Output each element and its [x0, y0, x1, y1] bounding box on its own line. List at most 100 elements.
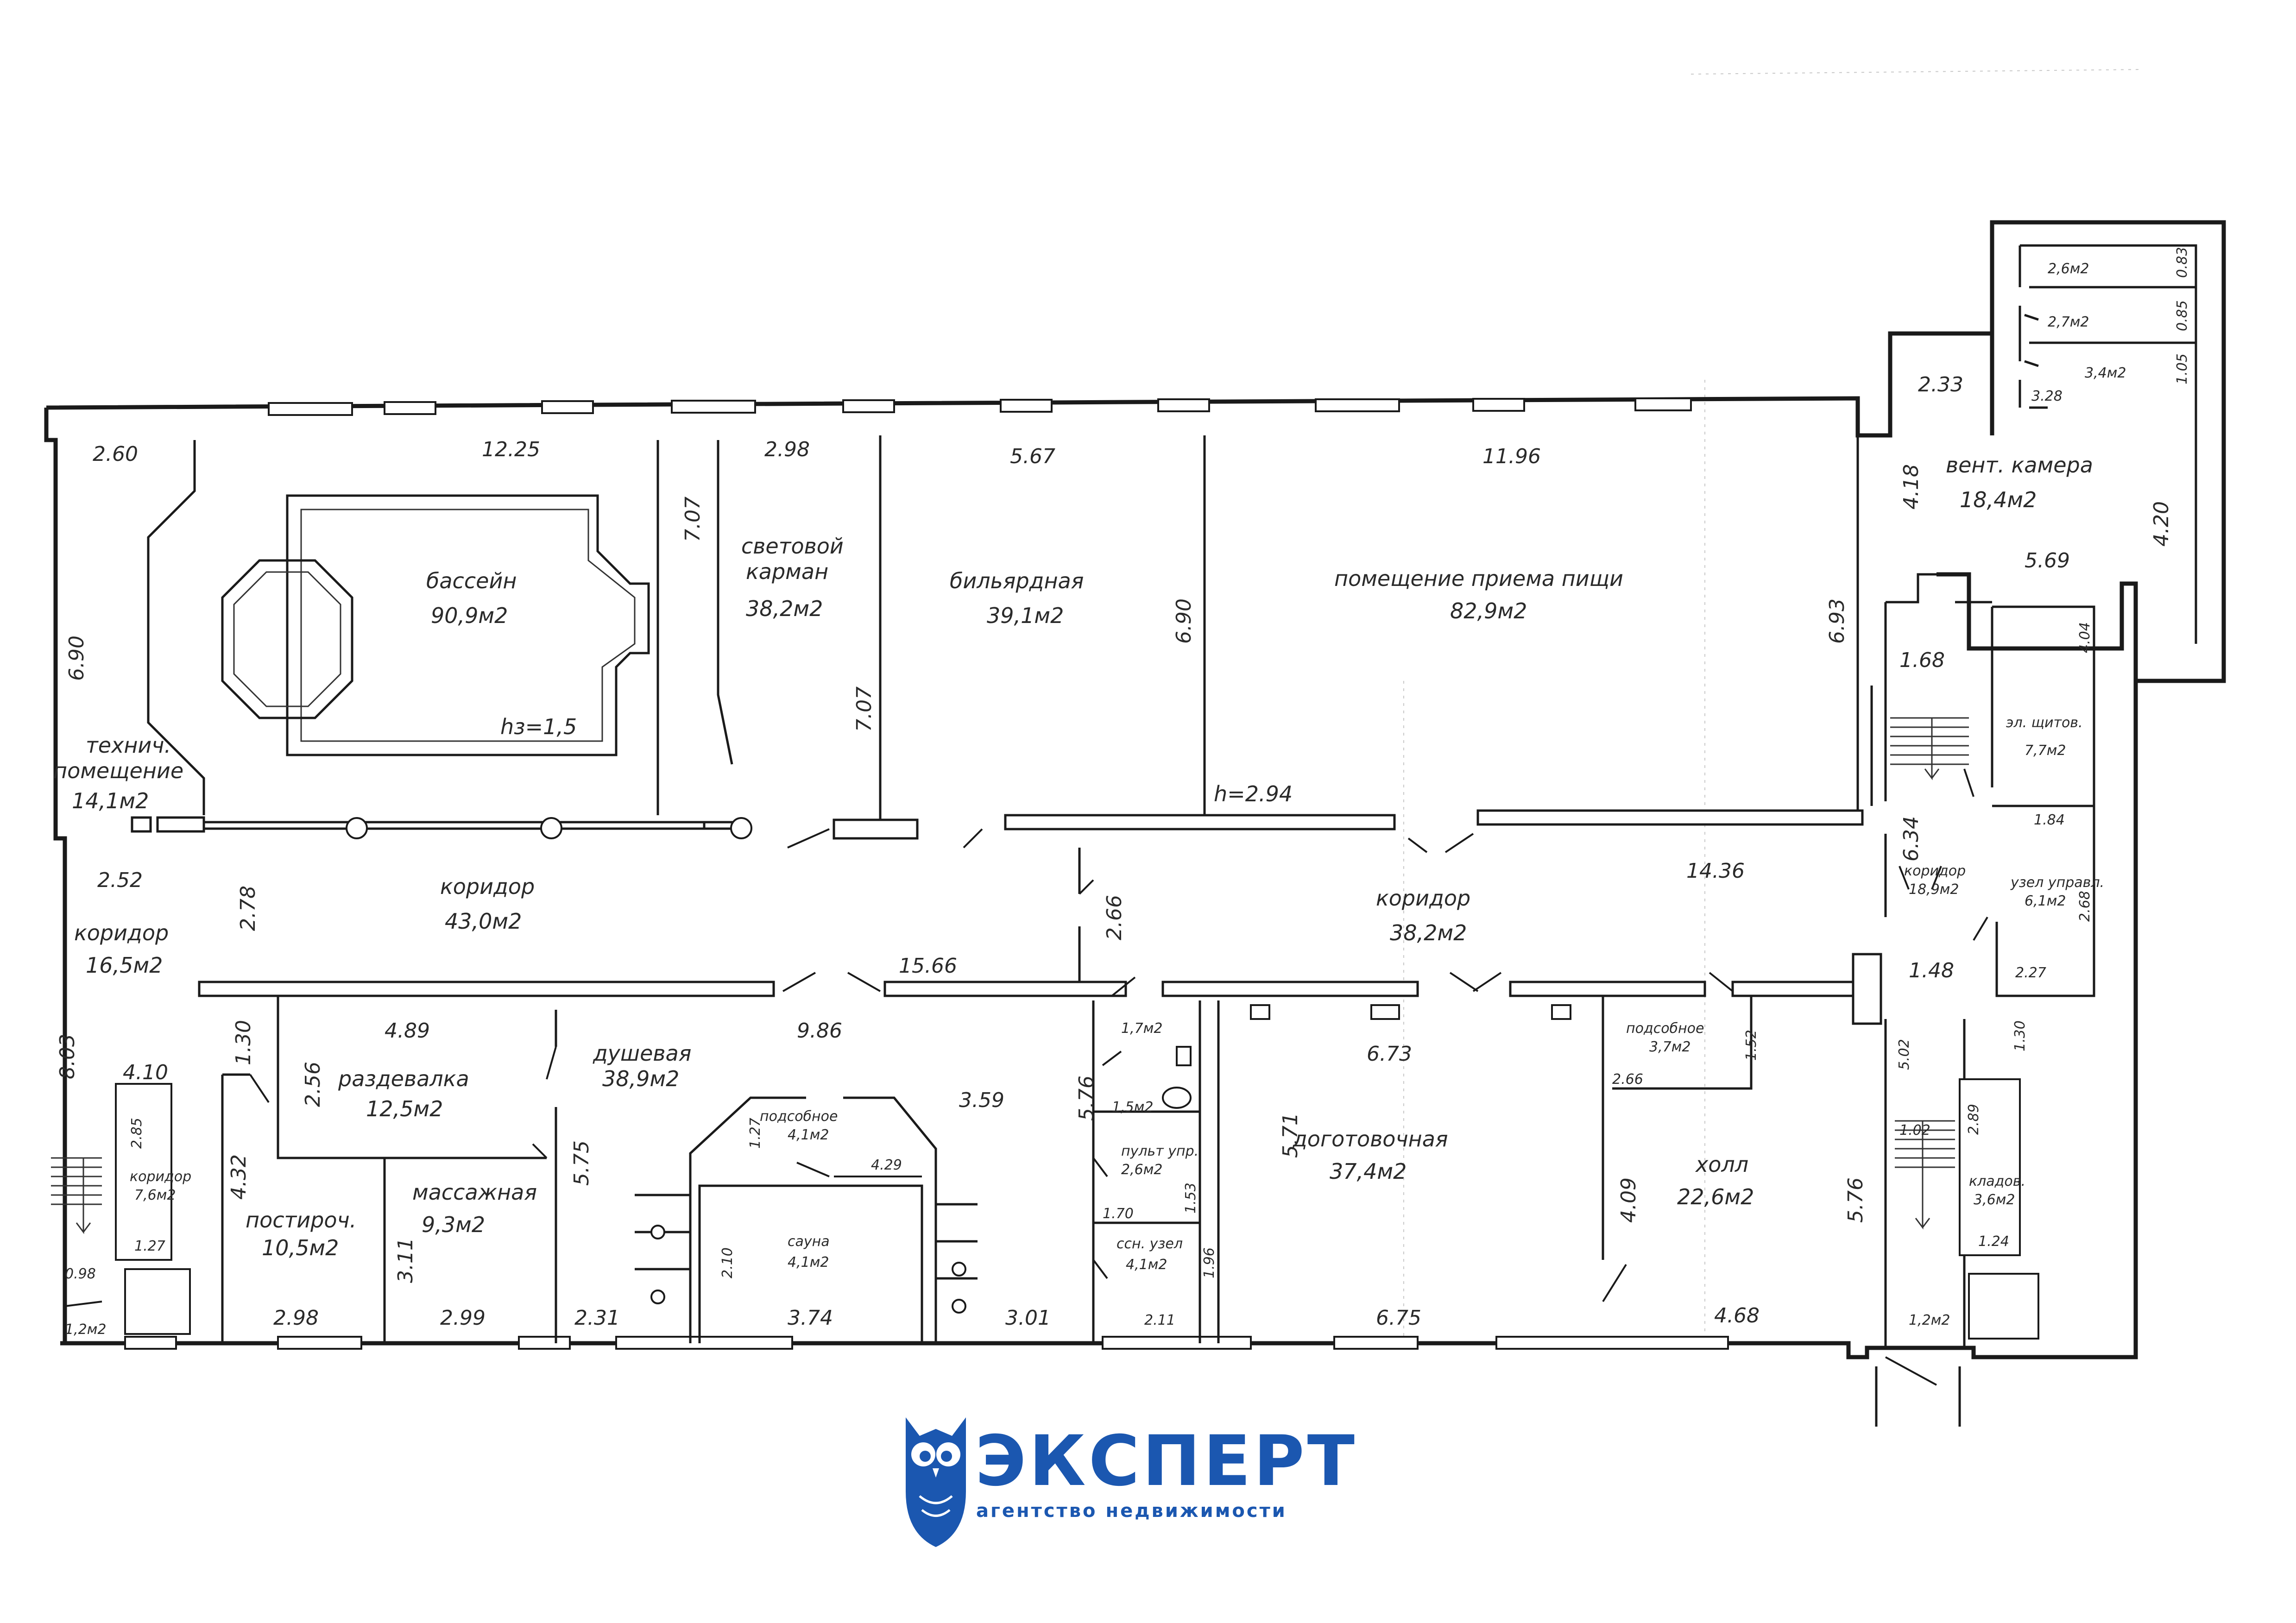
- outer-walls: [44, 220, 2226, 1359]
- dim-4-68: 4.68: [1714, 1304, 1760, 1327]
- room-light-well-name2: карман: [746, 559, 828, 584]
- dim-1-53: 1.53: [1183, 1183, 1199, 1214]
- room-vent-area: 18,4м2: [1960, 487, 2037, 512]
- dim-5-69: 5.69: [2025, 549, 2070, 572]
- dim-5-76-a: 5.76: [1075, 1076, 1098, 1121]
- room-laundry-area: 10,5м2: [262, 1235, 339, 1260]
- dim-5-71: 5.71: [1279, 1113, 1302, 1158]
- dim-4-10: 4.10: [123, 1061, 168, 1084]
- dim-2-60: 2.60: [93, 442, 138, 466]
- room-tech-name2: помещение: [53, 758, 183, 783]
- room-corridor189-area: 18,9м2: [1909, 881, 1959, 898]
- sauna-block: [635, 1096, 978, 1343]
- room-small27-area: 2,7м2: [2048, 314, 2089, 330]
- room-small26-area: 2,6м2: [2048, 261, 2089, 277]
- room-corridor16-name: коридор: [74, 920, 169, 945]
- service-block: [1092, 1000, 1571, 1343]
- logo-brand-name: ЭКСПЕРТ: [975, 1421, 1358, 1502]
- dim-2-66: 2.66: [1103, 895, 1126, 940]
- dim-4-89: 4.89: [385, 1019, 430, 1043]
- dim-7-07-b: 7.07: [852, 686, 876, 732]
- dim-1-27-a: 1.27: [747, 1118, 763, 1149]
- room-wc17-area: 1,7м2: [1121, 1020, 1162, 1037]
- dim-1-70: 1.70: [1103, 1206, 1134, 1222]
- dim-1-84: 1.84: [2034, 812, 2065, 828]
- room-pool-area: 90,9м2: [431, 603, 508, 628]
- room-light-well-name1: световой: [741, 534, 844, 559]
- dim-2-98-bottom: 2.98: [273, 1306, 319, 1330]
- dim-3-28: 3.28: [2031, 388, 2063, 404]
- dim-3-11: 3.11: [394, 1238, 417, 1283]
- dim-2-11: 2.11: [1144, 1312, 1175, 1328]
- room-shower-name: душевая: [593, 1041, 691, 1066]
- dim-0-83: 0.83: [2174, 247, 2190, 278]
- room-storage-area: 3,6м2: [1974, 1192, 2015, 1208]
- room-massage-name: массажная: [412, 1180, 537, 1205]
- room-dining-height: h=2.94: [1214, 781, 1293, 806]
- dim-2-56: 2.56: [301, 1062, 325, 1107]
- agency-logo: ЭКСПЕРТ агентство недвижимости: [901, 1408, 1355, 1547]
- room-hall-area: 22,6м2: [1677, 1184, 1754, 1209]
- room-control-panel-area: 2,6м2: [1121, 1162, 1162, 1178]
- dimensions: 2.60 12.25 2.98 5.67 11.96 2.33 0.83 0.8…: [56, 247, 2190, 1330]
- room-control-node-name: узел управл.: [2010, 874, 2104, 891]
- room-switchboard-name: эл. щитов.: [2006, 715, 2083, 731]
- room-stair-right-area: 1,2м2: [1909, 1312, 1950, 1328]
- dim-5-67: 5.67: [1010, 445, 1055, 468]
- dim-6-34: 6.34: [1899, 816, 1923, 862]
- room-control-node-area: 6,1м2: [2025, 893, 2066, 909]
- hall-walls: [1602, 996, 1753, 1302]
- room-prep-kitchen-name: доготовочная: [1292, 1126, 1448, 1151]
- room-utility41-area: 4,1м2: [788, 1127, 829, 1143]
- dim-9-86: 9.86: [797, 1019, 842, 1043]
- dim-5-75: 5.75: [570, 1140, 593, 1186]
- dim-0-85: 0.85: [2174, 300, 2190, 331]
- room-billiard-area: 39,1м2: [987, 603, 1064, 628]
- dim-1-30-left: 1.30: [232, 1020, 255, 1065]
- dim-8-03: 8.03: [56, 1034, 79, 1079]
- room-sauna-area: 4,1м2: [788, 1254, 829, 1271]
- windows-top: [268, 397, 1692, 416]
- logo-tagline: агентство недвижимости: [976, 1500, 1287, 1522]
- dim-6-90-left: 6.90: [65, 635, 88, 681]
- room-prep-kitchen-area: 37,4м2: [1330, 1159, 1407, 1184]
- lower-left-walls: [51, 996, 557, 1343]
- room-bathroom-name: ссн. узел: [1116, 1236, 1183, 1252]
- room-corridor76-area: 7,6м2: [134, 1187, 176, 1203]
- dim-6-73: 6.73: [1367, 1042, 1412, 1066]
- room-stair-left-area: 1,2м2: [65, 1321, 106, 1338]
- room-wc15-area: 1,5м2: [1112, 1099, 1153, 1115]
- room-dining-area: 82,9м2: [1450, 598, 1527, 623]
- room-small34-area: 3,4м2: [2085, 365, 2126, 381]
- room-labels: бассейн 90,9м2 hз=1,5 световой карман 38…: [53, 261, 2126, 1338]
- dim-1-68: 1.68: [1899, 648, 1945, 672]
- dim-15-66: 15.66: [899, 954, 957, 978]
- dim-5-76-b: 5.76: [1844, 1177, 1867, 1223]
- room-utility37-name: подсобное: [1626, 1020, 1704, 1037]
- dim-1-27-b: 1.27: [134, 1238, 165, 1254]
- room-shower-area: 38,9м2: [602, 1066, 679, 1091]
- dim-2-98-top: 2.98: [764, 438, 810, 461]
- room-bathroom-area: 4,1м2: [1126, 1257, 1167, 1273]
- room-corridor189-name: коридор: [1904, 863, 1966, 879]
- room-corridor38-area: 38,2м2: [1390, 920, 1467, 945]
- room-hall-name: холл: [1695, 1152, 1748, 1177]
- room-corridor43-name: коридор: [440, 874, 535, 899]
- room-changing-name: раздевалка: [338, 1066, 469, 1091]
- room-massage-area: 9,3м2: [422, 1212, 485, 1237]
- room-sauna-name: сауна: [788, 1233, 830, 1250]
- corridor-walls-upper: [131, 809, 1864, 853]
- dim-2-10: 2.10: [719, 1247, 736, 1278]
- room-utility37-area: 3,7м2: [1649, 1039, 1690, 1055]
- room-pool-name: бассейн: [426, 568, 517, 593]
- dim-2-89: 2.89: [1966, 1104, 1982, 1135]
- dim-1-52: 1.52: [1743, 1030, 1760, 1061]
- dim-12-25: 12.25: [482, 438, 540, 461]
- right-block: [1870, 686, 2039, 1427]
- dim-7-07-a: 7.07: [681, 497, 705, 542]
- room-control-panel-name: пульт упр.: [1121, 1143, 1198, 1159]
- dim-1-96: 1.96: [1201, 1247, 1217, 1278]
- owl-logo-icon: [906, 1417, 966, 1547]
- dim-14-36: 14.36: [1686, 859, 1745, 883]
